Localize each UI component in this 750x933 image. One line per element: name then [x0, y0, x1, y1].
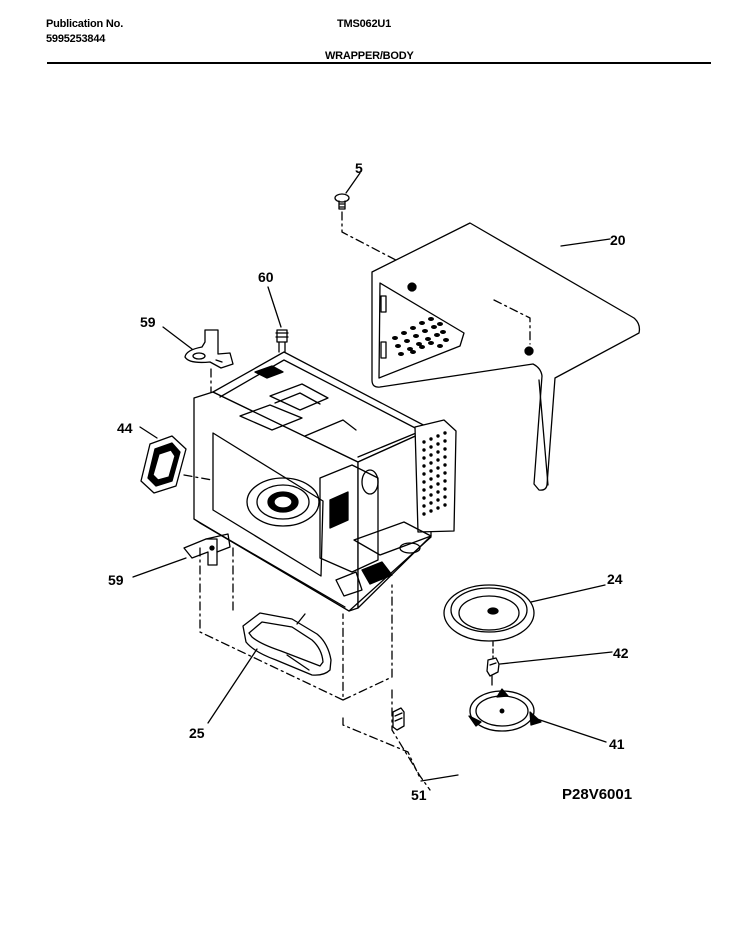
- part-24-turntable: [443, 584, 535, 642]
- part-59-hinge-upper: [184, 329, 234, 369]
- dash-20-right: [493, 299, 531, 345]
- callout-41: 41: [609, 736, 625, 752]
- leader-42: [499, 651, 613, 665]
- leader-44: [139, 426, 158, 439]
- leader-25: [207, 648, 258, 724]
- callout-59-upper: 59: [140, 314, 156, 330]
- section-title: WRAPPER/BODY: [325, 50, 414, 62]
- callout-25: 25: [189, 725, 205, 741]
- callout-5: 5: [355, 160, 363, 176]
- leader-20: [560, 238, 611, 247]
- part-25-tray: [242, 612, 332, 676]
- part-44-gasket: [140, 435, 187, 494]
- base-dash-box: [199, 547, 431, 791]
- callout-44: 44: [117, 420, 133, 436]
- leader-59-lower: [132, 557, 187, 578]
- callout-24: 24: [607, 571, 623, 587]
- part-41-roller-ring: [468, 688, 542, 732]
- part-5-screw: [334, 193, 350, 210]
- callout-60: 60: [258, 269, 274, 285]
- callout-20: 20: [610, 232, 626, 248]
- leader-5: [345, 172, 361, 194]
- publication-label: Publication No.: [46, 18, 124, 30]
- part-51-coupler: [392, 707, 405, 731]
- callout-51: 51: [411, 787, 427, 803]
- part-42-roller: [486, 657, 500, 686]
- leader-59-upper: [162, 326, 193, 350]
- dash-44: [183, 474, 213, 481]
- reference-code: P28V6001: [562, 786, 632, 803]
- callout-42: 42: [613, 645, 629, 661]
- leader-60: [267, 286, 282, 328]
- part-59-hinge-lower: [183, 533, 231, 566]
- leader-41: [533, 717, 607, 743]
- main-body-cavity: [193, 351, 457, 612]
- part-20-wrapper: [371, 222, 641, 491]
- part-60-fastener: [275, 329, 289, 353]
- callout-59-lower: 59: [108, 572, 124, 588]
- publication-number: 5995253844: [46, 33, 106, 45]
- leader-24: [530, 584, 606, 603]
- header-rule: [47, 62, 711, 64]
- leader-51: [420, 774, 459, 782]
- model-number: TMS062U1: [337, 18, 392, 30]
